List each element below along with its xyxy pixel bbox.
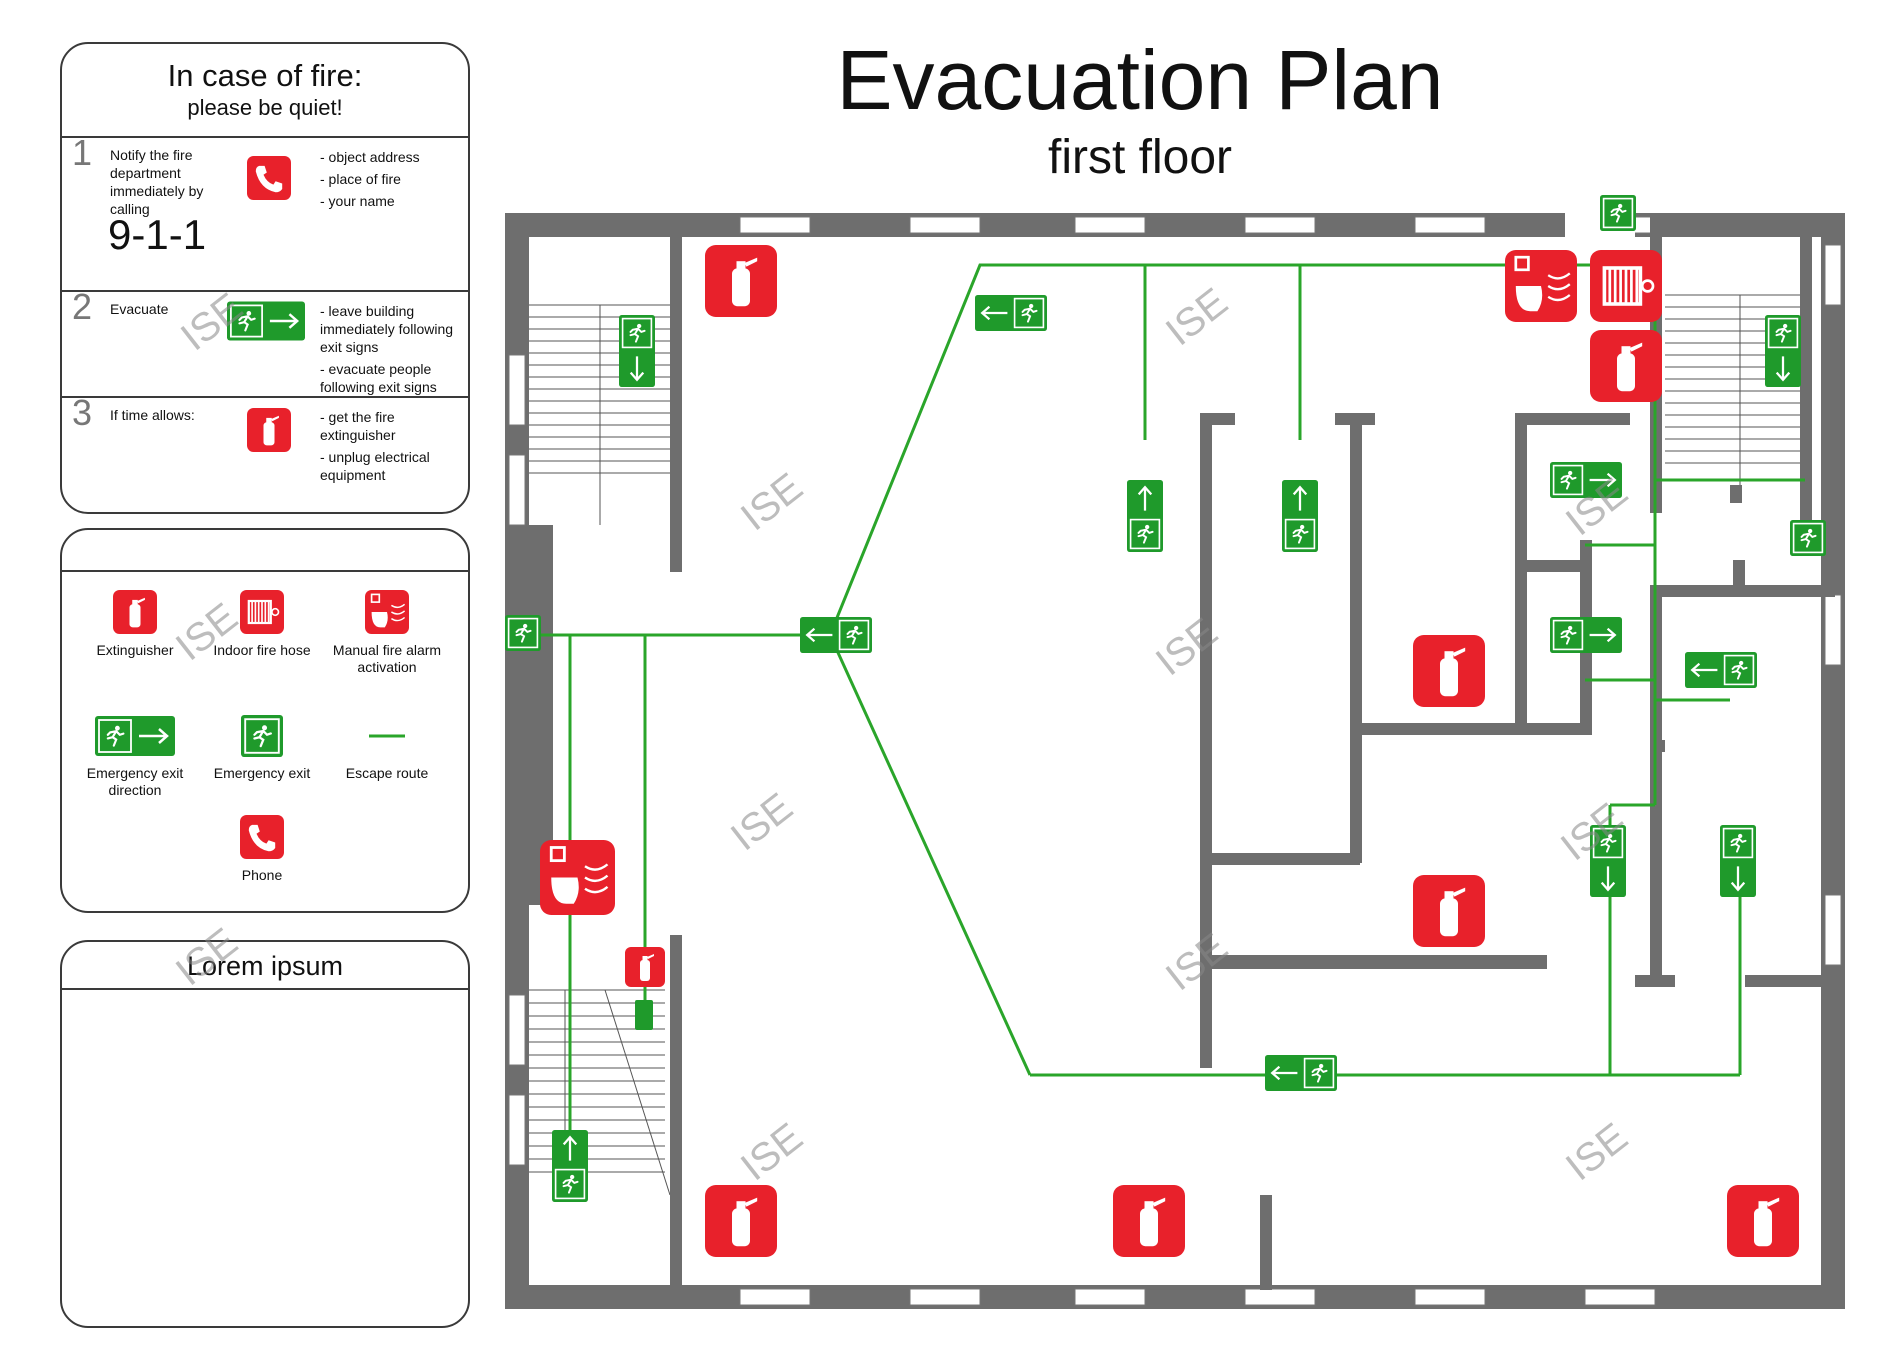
step-number: 2	[72, 286, 93, 327]
bullet: - object address	[320, 149, 420, 165]
bullet: - leave building immediately following e…	[320, 303, 454, 355]
phone-icon	[240, 815, 284, 859]
step-number: 1	[72, 132, 93, 173]
left-stairwells	[529, 237, 682, 1290]
instructions-header: In case of fire: please be quiet!	[62, 44, 468, 138]
instructions-panel: In case of fire: please be quiet! 1 Noti…	[60, 42, 470, 514]
legend-exit-direction: Emergency exit direction	[70, 715, 200, 799]
outer-walls	[505, 213, 1845, 1309]
instructions-subheading: please be quiet!	[187, 95, 343, 120]
bullet: - place of fire	[320, 171, 401, 187]
step-text: If time allows:	[110, 407, 195, 423]
legend-label: Manual fire alarm activation	[332, 642, 442, 675]
legend-phone: Phone	[202, 815, 322, 884]
fire-hose-icon	[240, 590, 284, 634]
legend-emergency-exit: Emergency exit	[202, 715, 322, 782]
plan-title: Evacuation Plan	[836, 33, 1444, 127]
escape-route-line	[369, 734, 405, 738]
step-text: Notify the fire department immediately b…	[110, 147, 204, 217]
legend-label: Extinguisher	[96, 642, 174, 658]
legend-panel: Extinguisher Indoor fire hose Manual fir…	[60, 528, 470, 913]
legend-extinguisher: Extinguisher	[70, 590, 200, 659]
plan-subtitle: first floor	[1047, 131, 1233, 184]
legend-label: Phone	[241, 867, 283, 883]
legend-fire-hose: Indoor fire hose	[202, 590, 322, 659]
bullet: - unplug electrical equipment	[320, 449, 430, 483]
step-number: 3	[72, 392, 93, 433]
legend-label: Indoor fire hose	[213, 642, 311, 658]
notes-panel: Lorem ipsum	[60, 940, 470, 1328]
notes-title: Lorem ipsum	[62, 942, 468, 990]
bullet: - evacuate people following exit signs	[320, 361, 437, 395]
fire-alarm-icon	[365, 590, 409, 634]
step-bullets: - object address - place of fire - your …	[320, 148, 460, 214]
step-bullets: - get the fire extinguisher - unplug ele…	[320, 408, 460, 488]
windows	[508, 216, 1842, 1306]
legend-label: Emergency exit direction	[86, 765, 184, 798]
legend-escape-route: Escape route	[327, 715, 447, 782]
instructions-heading: In case of fire:	[167, 58, 363, 93]
inner-walls	[1200, 413, 1835, 1290]
exit-signs	[505, 195, 1826, 1202]
legend-label: Emergency exit	[213, 765, 311, 781]
floor-plan	[505, 195, 1845, 1309]
step-3: 3 If time allows: - get the fire extingu…	[62, 392, 468, 508]
phone-icon	[247, 156, 291, 200]
legend-label: Escape route	[345, 765, 429, 781]
legend-fire-alarm: Manual fire alarm activation	[327, 590, 447, 676]
extinguisher-icon	[113, 590, 157, 634]
fire-alarms	[540, 250, 1577, 915]
bullet: - your name	[320, 193, 395, 209]
legend-header	[62, 530, 468, 572]
fire-hoses	[1590, 250, 1662, 322]
step-bullets: - leave building immediately following e…	[320, 302, 460, 400]
emergency-exit-icon	[241, 715, 283, 757]
emergency-exit-direction-icon	[227, 300, 305, 342]
emergency-exit-direction-icon	[95, 715, 175, 757]
emergency-number: 9-1-1	[108, 211, 207, 258]
step-text: Evacuate	[110, 301, 169, 317]
step-1: 1 Notify the fire department immediately…	[62, 132, 468, 292]
extinguisher-icon	[247, 408, 291, 452]
step-2: 2 Evacuate - leave building immediately …	[62, 286, 468, 400]
bullet: - get the fire extinguisher	[320, 409, 396, 443]
